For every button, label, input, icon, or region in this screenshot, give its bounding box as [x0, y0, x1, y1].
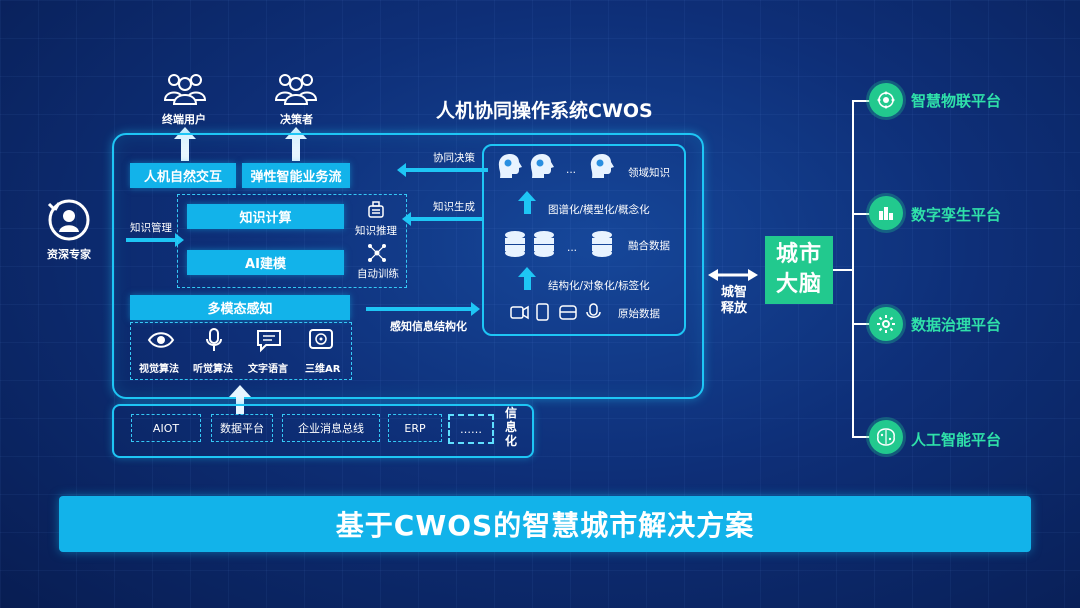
knowledge-dashed-box	[177, 194, 407, 288]
diagram-title: 人机协同操作系统CWOS	[436, 100, 653, 122]
ai-modeling-button[interactable]: AI建模	[187, 250, 344, 275]
modality-audio: 听觉算法	[193, 364, 233, 375]
text-language-icon	[256, 329, 282, 353]
platform-iot[interactable]: 智慧物联平台	[911, 92, 1002, 110]
modality-text: 文字语言	[248, 364, 288, 375]
decision-maker-icon	[274, 70, 318, 106]
iot-platform-icon	[869, 83, 903, 117]
auto-training-icon	[367, 243, 387, 263]
perception-struct-label: 感知信息结构化	[390, 320, 467, 333]
auto-training-label: 自动训练	[357, 268, 399, 280]
knowledge-reasoning-icon	[366, 200, 386, 220]
bottom-item-data-platform[interactable]: 数据平台	[211, 414, 273, 442]
perception-struct-arrow	[366, 302, 480, 316]
expert-label: 资深专家	[47, 248, 91, 261]
eye-icon	[147, 329, 175, 351]
graph-model-label: 图谱化/模型化/概念化	[548, 204, 650, 216]
knowledge-gen-label: 知识生成	[433, 201, 475, 213]
platform-ai[interactable]: 人工智能平台	[911, 431, 1002, 449]
info-bar-frame	[112, 404, 534, 458]
fused-data-label: 融合数据	[628, 240, 670, 252]
platform-digital-twin[interactable]: 数字孪生平台	[911, 206, 1002, 224]
collab-decision-label: 协同决策	[433, 152, 475, 164]
bidirectional-arrow	[708, 266, 758, 281]
tree-connector	[833, 100, 873, 440]
decision-maker-label: 决策者	[280, 113, 313, 126]
digital-twin-icon	[869, 196, 903, 230]
database-icon-2	[532, 230, 556, 258]
city-brain-box[interactable]: 城市大脑	[765, 236, 833, 304]
bottom-item-message-bus[interactable]: 企业消息总线	[282, 414, 380, 442]
elastic-workflow-button[interactable]: 弹性智能业务流	[242, 163, 350, 188]
knowledge-gen-arrow	[402, 212, 484, 226]
cwos-main-frame	[112, 133, 704, 399]
natural-interaction-button[interactable]: 人机自然交互	[130, 163, 236, 188]
modality-vision: 视觉算法	[139, 364, 179, 375]
brain-gear-icon-2	[528, 152, 556, 180]
city-brain-release-label: 城智释放	[720, 285, 747, 316]
brain-gear-icon-1	[496, 152, 524, 180]
raw-data-label: 原始数据	[618, 308, 660, 320]
knowledge-mgmt-label: 知识管理	[130, 222, 172, 234]
structuring-label: 结构化/对象化/标签化	[548, 280, 650, 292]
solution-banner: 基于CWOS的智慧城市解决方案	[59, 496, 1031, 552]
3d-ar-icon	[307, 327, 335, 353]
modality-3d-ar: 三维AR	[305, 364, 341, 375]
knowledge-data-panel	[482, 144, 686, 336]
multimodal-perception-button[interactable]: 多模态感知	[130, 295, 350, 320]
info-label: 信息化	[505, 406, 518, 448]
bottom-item-aiot[interactable]: AIOT	[131, 414, 201, 442]
ai-platform-icon	[869, 420, 903, 454]
structuring-arrow	[518, 267, 536, 290]
collab-decision-arrow	[397, 163, 488, 177]
ellipsis-1: ...	[566, 164, 577, 176]
database-icon-3	[590, 230, 614, 258]
domain-knowledge-label: 领域知识	[628, 167, 670, 179]
ellipsis-2: ...	[567, 242, 578, 254]
knowledge-compute-button[interactable]: 知识计算	[187, 204, 344, 229]
bottom-item-erp[interactable]: ERP	[388, 414, 442, 442]
brain-gear-icon-3	[588, 152, 616, 180]
modalities-dashed-box	[130, 322, 352, 380]
terminal-user-label: 终端用户	[162, 113, 206, 126]
expert-icon	[47, 198, 91, 242]
bottom-item-more[interactable]: ……	[448, 414, 494, 444]
knowledge-mgmt-arrow	[126, 233, 184, 247]
microphone-icon	[204, 327, 224, 353]
graph-model-arrow	[518, 191, 536, 214]
terminal-user-icon	[163, 70, 207, 106]
platform-data-governance[interactable]: 数据治理平台	[911, 316, 1002, 334]
knowledge-reasoning-label: 知识推理	[355, 225, 397, 237]
database-icon-1	[503, 230, 527, 258]
raw-data-icons	[510, 302, 610, 322]
data-governance-icon	[869, 307, 903, 341]
